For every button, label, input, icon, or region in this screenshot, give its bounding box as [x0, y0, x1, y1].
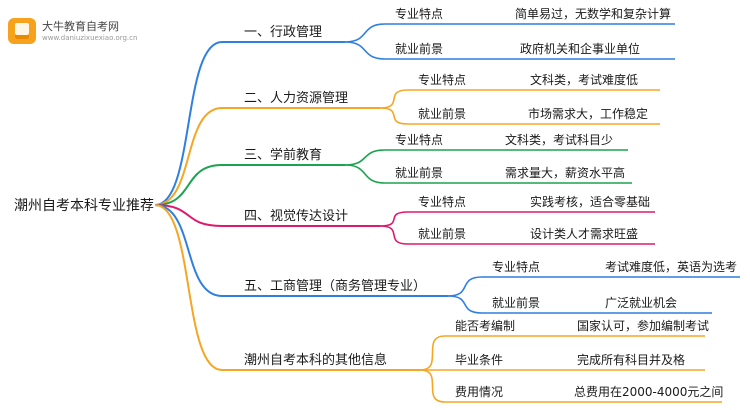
sub-link-5-1 — [447, 276, 740, 297]
sub-value-3-1: 文科类，考试科目少 — [505, 132, 613, 147]
book-logo-icon — [8, 18, 36, 44]
branch-label-2: 二、人力资源管理 — [244, 91, 348, 106]
sub-link-1-2 — [344, 41, 675, 60]
sub-value-5-2: 广泛就业机会 — [605, 296, 677, 310]
branch-link-2 — [154, 107, 380, 206]
sub-label-1-2: 就业前景 — [395, 41, 443, 56]
branch-link-4 — [154, 204, 380, 227]
sub-link-6-3 — [419, 369, 722, 403]
sub-label-4-2: 就业前景 — [418, 226, 466, 241]
sub-link-3-2 — [344, 164, 632, 184]
sub-label-2-1: 专业特点 — [418, 72, 466, 87]
sub-label-5-1: 专业特点 — [492, 259, 540, 274]
branch-label-6: 潮州自考本科的其他信息 — [244, 352, 387, 368]
sub-link-5-2 — [447, 295, 712, 314]
branch-label-3: 三、学前教育 — [244, 147, 322, 163]
sub-value-6-2: 完成所有科目并及格 — [577, 352, 685, 367]
sub-value-6-1: 国家认可，参加编制考试 — [577, 318, 709, 333]
logo-name: 大牛教育自考网 — [42, 20, 119, 33]
sub-link-4-2 — [379, 225, 655, 245]
sub-value-4-2: 设计类人才需求旺盛 — [530, 226, 638, 241]
sub-link-1-1 — [344, 23, 675, 43]
branch-label-5: 五、工商管理（商务管理专业） — [244, 278, 426, 294]
branch-label-4: 四、视觉传达设计 — [244, 209, 348, 224]
sub-link-4-1 — [379, 211, 655, 227]
sub-label-4-1: 专业特点 — [418, 194, 466, 209]
site-logo: 大牛教育自考网 www.daniuzixuexiao.org.cn — [8, 18, 138, 48]
sub-label-1-1: 专业特点 — [395, 6, 443, 21]
sub-label-2-2: 就业前景 — [418, 106, 466, 121]
logo-url: www.daniuzixuexiao.org.cn — [42, 34, 138, 42]
branch-link-1 — [154, 41, 345, 206]
sub-value-2-1: 文科类，考试难度低 — [530, 72, 638, 87]
sub-label-3-2: 就业前景 — [395, 165, 443, 180]
sub-link-6-1 — [419, 335, 705, 371]
sub-value-4-1: 实践考核，适合零基础 — [530, 194, 650, 209]
branch-link-6 — [154, 204, 420, 371]
sub-value-1-1: 简单易过，无数学和复杂计算 — [515, 6, 671, 21]
sub-link-3-1 — [344, 149, 628, 166]
sub-link-2-2 — [379, 107, 660, 125]
sub-label-3-1: 专业特点 — [395, 132, 443, 147]
sub-label-5-2: 就业前景 — [492, 295, 540, 310]
branch-link-5 — [154, 204, 448, 297]
sub-value-1-2: 政府机关和企事业单位 — [520, 41, 640, 56]
branch-link-3 — [154, 164, 345, 206]
sub-label-6-3: 费用情况 — [455, 385, 503, 399]
sub-value-3-2: 需求量大，薪资水平高 — [505, 165, 625, 180]
sub-link-2-1 — [379, 89, 660, 109]
branch-label-1: 一、行政管理 — [244, 25, 322, 40]
sub-label-6-1: 能否考编制 — [455, 318, 515, 333]
sub-label-6-2: 毕业条件 — [455, 353, 503, 367]
root-node: 潮州自考本科专业推荐 — [14, 198, 154, 214]
sub-value-5-1: 考试难度低，英语为选考 — [605, 259, 737, 274]
sub-value-2-2: 市场需求大，工作稳定 — [528, 106, 648, 121]
sub-value-6-3: 总费用在2000-4000元之间 — [574, 385, 723, 399]
